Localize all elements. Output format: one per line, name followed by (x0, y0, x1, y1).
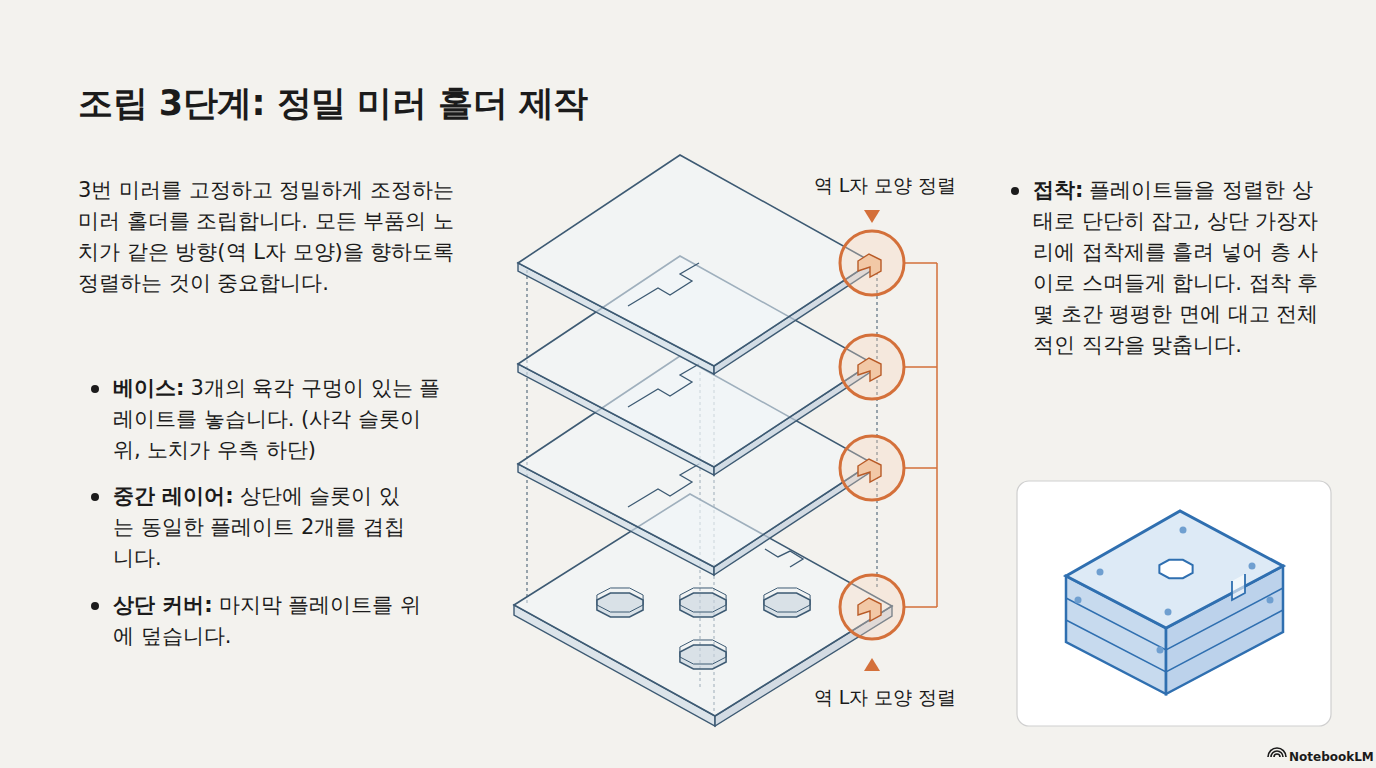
assembled-inset (1017, 481, 1331, 726)
bullet-heading: 베이스: (113, 376, 184, 400)
label-text: 역 L자 모양 정렬 (814, 174, 957, 196)
pointer (864, 658, 880, 671)
page-title: 조립 3단계: 정밀 미러 홀더 제작 (78, 80, 588, 127)
bullet-item: 중간 레이어:상단에 슬롯이 있는 동일한 플레이트 2개를 겹칩니다. (113, 481, 413, 574)
hex-hole (764, 593, 810, 617)
notch (858, 358, 881, 381)
notch-highlight (840, 436, 904, 500)
label-text: 플레이트들을 정렬한 상태로 단단히 잡고, 상단 가장자리에 접착제를 흘려 … (1033, 178, 1318, 357)
notch-highlight (840, 231, 904, 295)
bullet-item: 접착:플레이트들을 정렬한 상태로 단단히 잡고, 상단 가장자리에 접착제를 … (1033, 175, 1323, 361)
bullet-dot (91, 385, 99, 393)
notch-highlight (840, 575, 904, 639)
hex-hole (597, 593, 643, 617)
pointer (864, 210, 880, 223)
callout-label: 역 L자 모양 정렬 (790, 682, 980, 713)
callout-label: 역 L자 모양 정렬 (790, 170, 980, 201)
guide-line (526, 270, 527, 606)
label-text: NotebookLM (1289, 750, 1374, 764)
guide-line (876, 272, 877, 590)
bracket (904, 263, 937, 607)
watermark-icon (1268, 748, 1286, 757)
hex-hole (680, 645, 726, 669)
bullet-dot (91, 602, 99, 610)
notch (858, 254, 881, 277)
bullet-heading: 상단 커버: (113, 593, 213, 617)
bullet-dot (91, 493, 99, 501)
intro-text: 3번 미러를 고정하고 정밀하게 조정하는 미러 홀더를 조립합니다. 모든 부… (78, 175, 473, 299)
label-text: 3번 미러를 고정하고 정밀하게 조정하는 미러 홀더를 조립합니다. 모든 부… (78, 178, 454, 295)
bullet-item: 상단 커버:마지막 플레이트를 위에 덮습니다. (113, 590, 433, 652)
label-text: 역 L자 모양 정렬 (814, 686, 957, 708)
notch-highlight (840, 335, 904, 399)
hex-hole (680, 593, 726, 617)
watermark: NotebookLM (1289, 750, 1369, 764)
bullet-dot (1011, 187, 1019, 195)
bullet-heading: 접착: (1033, 178, 1083, 202)
bullet-item: 베이스:3개의 육각 구멍이 있는 플레이트를 놓습니다. (사각 슬롯이 위,… (113, 373, 448, 466)
notch (858, 459, 881, 482)
notch (858, 598, 881, 621)
bullet-heading: 중간 레이어: (113, 484, 234, 508)
